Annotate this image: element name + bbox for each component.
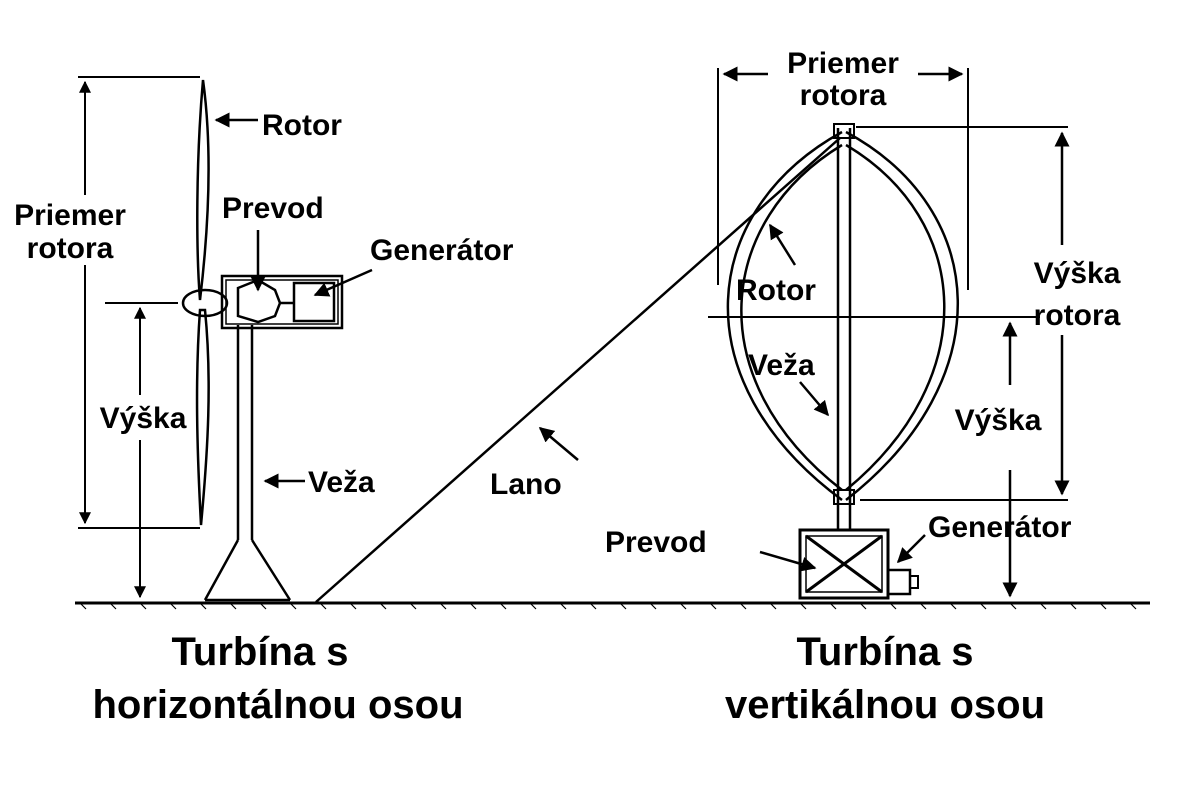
hawt-rotor-diameter-label-2: rotora (27, 232, 114, 265)
vawt-tower-arrow (799, 381, 829, 417)
vawt-height-label: Výška (955, 404, 1042, 437)
vawt-gearbox-arrow (759, 550, 817, 572)
hawt-nacelle (220, 274, 344, 330)
guy-wire-arrow (538, 427, 579, 461)
vawt-caption-line-1: Turbína s (796, 630, 973, 674)
hawt-rotor-diameter-label-1: Priemer (14, 199, 126, 232)
vawt-rotor-diameter-label-1: Priemer (787, 47, 899, 80)
hawt-blades (195, 79, 210, 526)
vawt-tower-label: Veža (748, 349, 815, 382)
hawt-height-dimension (105, 302, 178, 599)
vawt-generator-arrow (896, 534, 926, 564)
hawt-generator-label: Generátor (370, 234, 514, 267)
horizontal-turbine: Priemer rotora Rotor Prevod Generátor Vý… (14, 76, 514, 727)
hawt-height-label: Výška (100, 402, 187, 435)
hawt-caption-line-2: horizontálnou osou (92, 683, 463, 727)
hawt-tower (203, 325, 292, 602)
hawt-gearbox-label: Prevod (222, 192, 324, 225)
vawt-rotor-blades (726, 130, 959, 502)
hawt-rotor-diameter-dimension (78, 76, 200, 529)
hawt-caption-line-1: Turbína s (171, 630, 348, 674)
vawt-tower (833, 123, 855, 530)
ground-line (75, 601, 1150, 610)
vawt-generator-label: Generátor (928, 511, 1072, 544)
vawt-rotor-diameter-dimension (717, 66, 969, 290)
vawt-rotor-height-label-1: Výška (1034, 257, 1121, 290)
vawt-rotor-diameter-label-2: rotora (800, 79, 887, 112)
vawt-caption-line-2: vertikálnou osou (725, 683, 1045, 727)
guy-wire-label: Lano (490, 468, 562, 501)
hawt-hub (181, 288, 229, 318)
vertical-turbine: Priemer rotora Rotor Veža Výška rotora V… (605, 47, 1121, 727)
hawt-generator-arrow (313, 268, 373, 297)
hawt-rotor-label: Rotor (262, 109, 342, 142)
vawt-rotor-height-dimension (856, 126, 1070, 501)
hawt-tower-label: Veža (308, 466, 375, 499)
vawt-base-box (798, 528, 919, 600)
vawt-rotor-height-label-2: rotora (1034, 299, 1121, 332)
vawt-gearbox-label: Prevod (605, 526, 707, 559)
vawt-rotor-label: Rotor (736, 274, 816, 307)
vawt-rotor-arrow (768, 223, 797, 266)
